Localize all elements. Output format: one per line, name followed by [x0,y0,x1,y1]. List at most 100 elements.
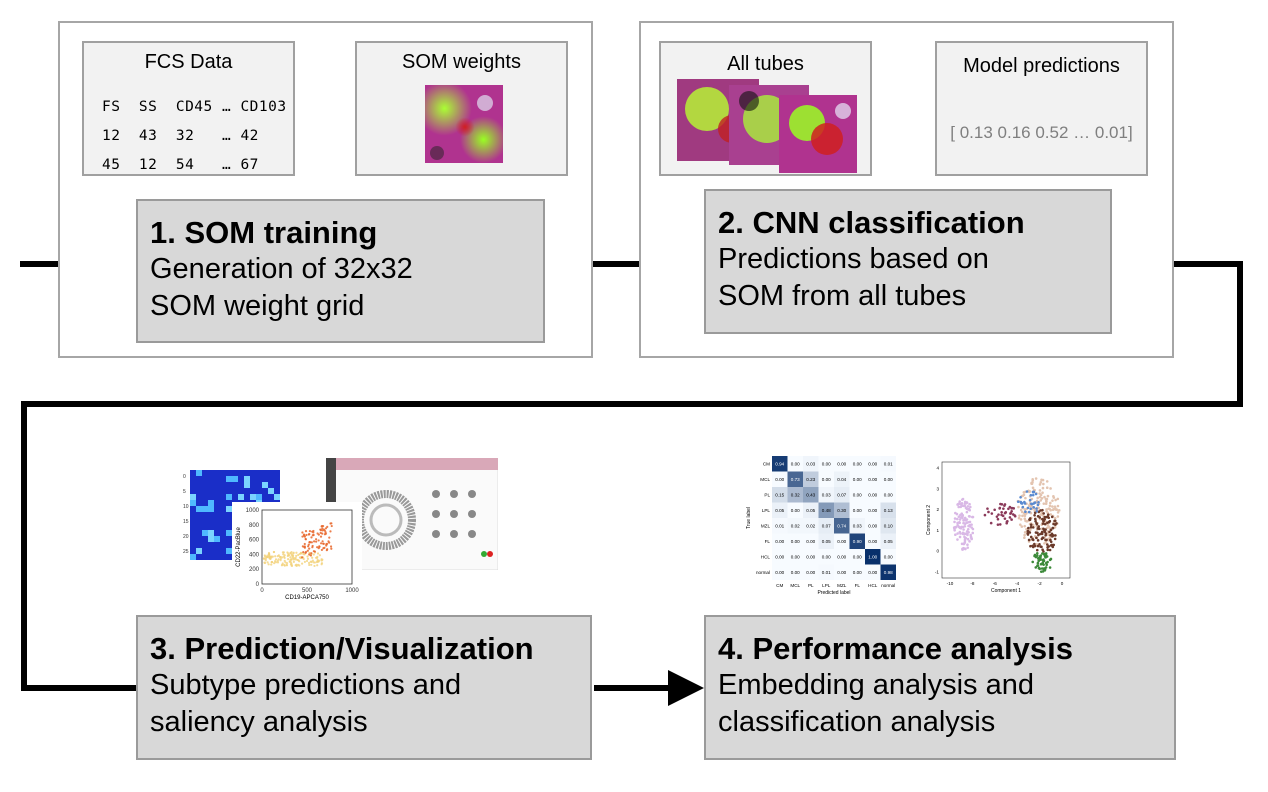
scatter-point [290,550,293,554]
embedding-point [1045,486,1049,490]
heatmap-cell [196,548,202,554]
embedding-point [1038,556,1041,560]
cm-col-label: CM [776,583,783,588]
embedding-point [966,546,970,549]
embedding-point [1044,497,1048,501]
embedding-point [953,525,957,529]
scatter-point [285,563,288,567]
cm-cell [787,518,803,534]
embedding-point [986,507,989,510]
embedding-point [1031,560,1035,564]
embedding-point [1046,543,1049,546]
cm-value: 1.00 [868,555,877,560]
scatter-point [325,542,329,546]
embedding-point [1031,493,1035,497]
scatter-ytick: 1000 [246,508,260,514]
scatter-point [325,544,328,547]
scatter-point [329,545,333,548]
cm-cell [834,471,850,487]
embedding-point [957,505,961,509]
heatmap-cell [274,494,280,500]
cm-cell [803,487,819,503]
cm-value: 0.00 [868,508,877,513]
embedding-point [1035,551,1039,555]
embedding-point [1043,515,1047,519]
som-weights-panel: SOM weights [355,41,568,176]
embedding-point [1039,513,1042,516]
scatter-point [305,533,308,537]
embedding-point [971,531,975,535]
fcs-data-panel: FCS Data FS SS CD45 … CD103 12 43 32 … 4… [82,41,295,176]
embedding-point [1023,514,1027,518]
embedding-point [1029,502,1033,506]
embedding-ytick: 1 [936,528,939,533]
embedding-point [1053,516,1057,520]
embedding-point [1028,498,1032,502]
embedding-point [1029,507,1032,511]
scatter-ytick: 0 [256,582,260,588]
embedding-point [1002,507,1005,510]
fcs-header-row: FS SS CD45 … CD103 [102,99,287,115]
scatter-point [321,540,324,543]
embedding-point [1041,548,1044,552]
scatter-xtick: 1000 [345,588,359,594]
embedding-point [1049,513,1053,516]
cm-cell [834,502,850,518]
embedding-point [1039,558,1042,561]
scatter-point [322,547,325,550]
cm-value: 0.98 [884,570,893,575]
all-tubes-title: All tubes [727,53,804,75]
scatter-point [283,559,286,562]
embedding-point [1019,508,1023,512]
embedding-point [1009,511,1013,515]
embedding-point [1045,509,1048,513]
embedding-point [1050,515,1054,519]
heatmap-cell [226,548,232,554]
embedding-point [1017,505,1020,509]
scatter-point [306,557,310,560]
cm-value: 0.00 [868,539,877,544]
embedding-point [1023,500,1026,504]
embedding-point [954,533,957,536]
embedding-point [953,517,957,520]
embedding-ytick: 2 [936,507,939,512]
embedding-point [1049,508,1052,512]
embedding-point [1051,545,1055,549]
cm-value: 0.90 [853,539,862,544]
cm-value: 0.05 [822,539,831,544]
cm-cell [849,564,865,580]
scatter-point [301,556,304,559]
stage-description: Subtype predictions and saliency analysi… [150,669,462,738]
scatter-point [310,552,313,555]
cm-row-label: LPL [762,508,771,513]
cm-value: 0.00 [837,555,846,560]
stage-description: Generation of 32x32 SOM weight grid [150,253,413,322]
embedding-point [1039,545,1042,548]
embedding-xtick: -2 [1038,581,1043,586]
scatter-point [311,534,314,537]
embedding-point [1033,509,1036,512]
cm-value: 0.02 [806,524,815,529]
cm-value: 0.23 [806,477,815,482]
scatter-point [320,548,324,552]
heatmap-cell [208,536,214,542]
embedding-point [965,510,969,514]
embedding-point [1031,486,1035,490]
scatter-point [317,533,320,536]
cm-value: 0.00 [853,570,862,575]
scatter-point [302,533,306,536]
scatter-xtick: 0 [260,588,264,594]
scatter-point [272,550,276,554]
embedding-point [1051,526,1055,530]
cm-value: 0.00 [868,570,877,575]
embedding-point [1029,493,1033,497]
embedding-point [966,543,969,547]
cm-cell [834,564,850,580]
embedding-point [987,510,990,514]
scatter-point [303,560,306,564]
scatter-point [271,555,274,558]
embedding-point [969,505,972,509]
